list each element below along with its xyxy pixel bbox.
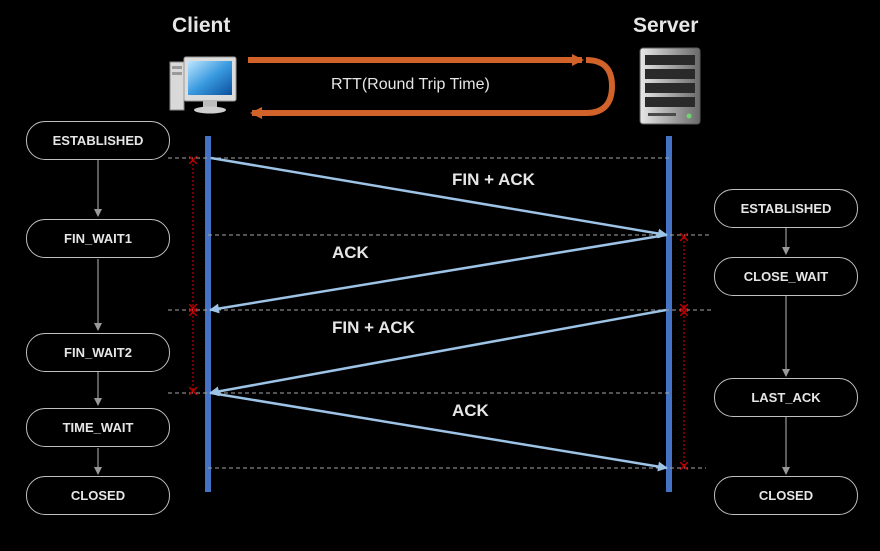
server-state-close-wait: CLOSE_WAIT: [714, 257, 858, 296]
server-state-closed: CLOSED: [714, 476, 858, 515]
timing-guides: [168, 157, 712, 469]
client-state-time-wait: TIME_WAIT: [26, 408, 170, 447]
message-label-2: ACK: [332, 243, 369, 262]
client-header: Client: [172, 14, 231, 37]
server-state-established: ESTABLISHED: [714, 189, 858, 228]
rtt-arrows: [248, 54, 616, 119]
client-state-closed: CLOSED: [26, 476, 170, 515]
client-state-fin-wait1: FIN_WAIT1: [26, 219, 170, 258]
server-tower-icon: [639, 47, 701, 125]
message-label-1: FIN + ACK: [452, 170, 535, 189]
server-header: Server: [633, 14, 699, 37]
message-label-3: FIN + ACK: [332, 318, 415, 337]
client-state-established: ESTABLISHED: [26, 121, 170, 160]
msg-arrow-1: [210, 156, 668, 239]
server-state-last-ack: LAST_ACK: [714, 378, 858, 417]
msg-arrow-4: [210, 391, 668, 472]
msg-arrow-3: [209, 308, 667, 397]
rtt-label: RTT(Round Trip Time): [331, 76, 490, 93]
message-arrows: [209, 156, 668, 472]
message-label-4: ACK: [452, 401, 489, 420]
rtt-timing-markers: [193, 160, 684, 466]
msg-arrow-2: [209, 233, 667, 314]
client-state-fin-wait2: FIN_WAIT2: [26, 333, 170, 372]
desktop-computer-icon: [169, 56, 237, 114]
